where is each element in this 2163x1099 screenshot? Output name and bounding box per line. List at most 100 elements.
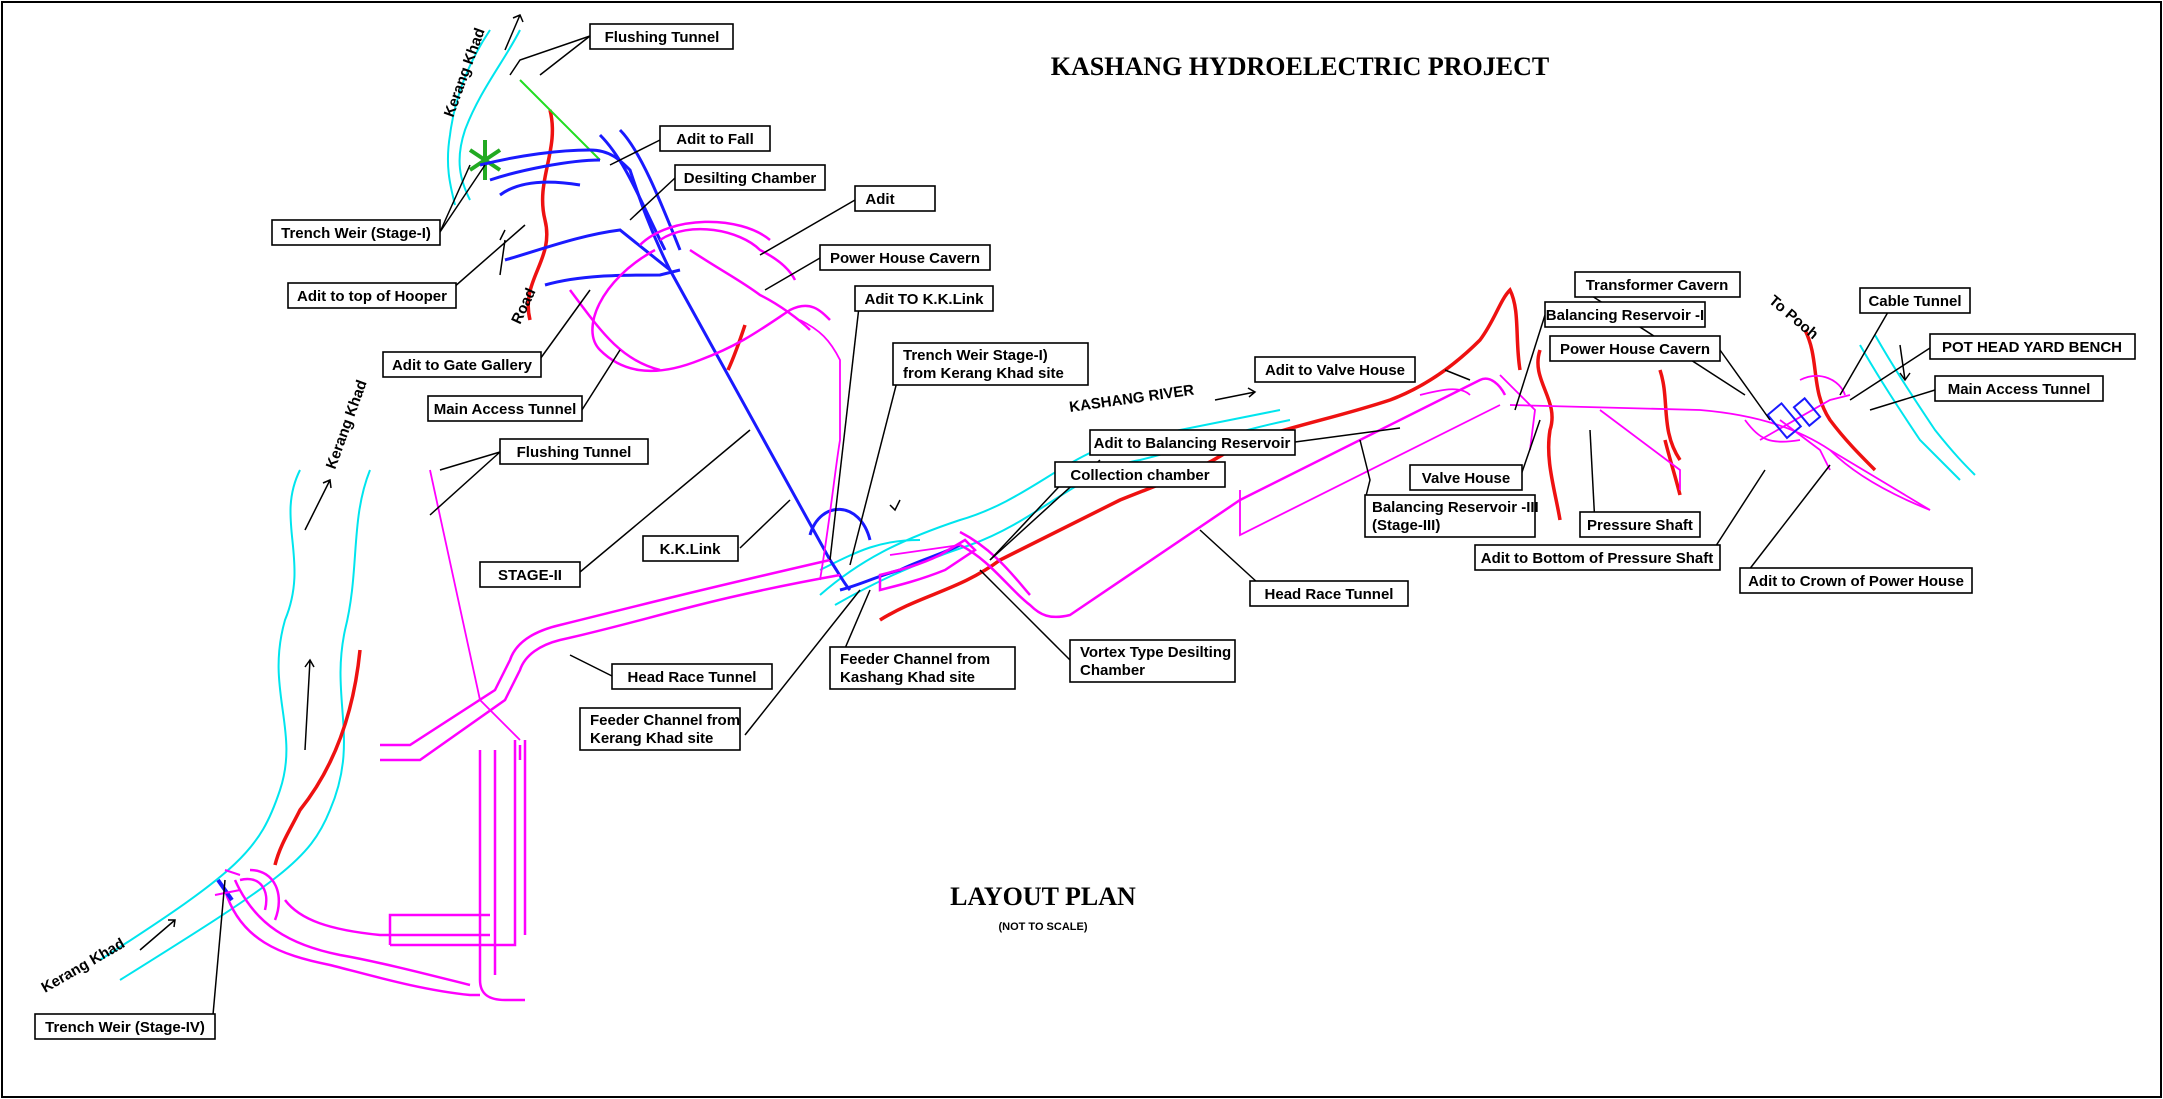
label-stage2: STAGE-II <box>479 561 581 588</box>
map-text-kashang-river: KASHANG RIVER <box>1068 382 1195 416</box>
road-lower-left <box>273 649 362 866</box>
label-valve-house: Valve House <box>1409 464 1523 491</box>
road-power-house <box>1803 329 1877 472</box>
map-text-kerang-khad-2: Kerang Khad <box>323 378 371 472</box>
label-adit-to-fall: Adit to Fall <box>659 125 771 152</box>
svg-text:Adit to Valve House: Adit to Valve House <box>1265 362 1405 379</box>
svg-text:Valve House: Valve House <box>1422 470 1510 487</box>
road-to-pooh <box>1658 369 1682 461</box>
map-text-road: Road <box>508 286 539 327</box>
label-feeder-kerang: Feeder Channel from Kerang Khad site <box>579 707 741 751</box>
label-adit-top-hooper: Adit to top of Hooper <box>287 282 457 309</box>
label-feeder-kashang: Feeder Channel from Kashang Khad site <box>829 646 1016 690</box>
svg-text:Collection chamber: Collection chamber <box>1070 467 1209 484</box>
svg-text:Main Access Tunnel: Main Access Tunnel <box>1948 381 2091 398</box>
svg-text:Flushing Tunnel: Flushing Tunnel <box>517 444 632 461</box>
svg-text:Kashang Khad site: Kashang Khad site <box>840 669 975 686</box>
svg-text:Balancing Reservoir -I: Balancing Reservoir -I <box>1546 307 1704 324</box>
svg-text:Transformer Cavern: Transformer Cavern <box>1586 277 1729 294</box>
label-vortex-desilting: Vortex Type Desilting Chamber <box>1069 639 1236 683</box>
label-cable-tunnel: Cable Tunnel <box>1859 287 1971 314</box>
label-balancing-reservoir-3: Balancing Reservoir -III (Stage-III) <box>1364 494 1539 538</box>
svg-text:Cable Tunnel: Cable Tunnel <box>1868 293 1961 310</box>
label-flushing-tunnel-2: Flushing Tunnel <box>499 438 649 465</box>
label-head-race-tunnel-1: Head Race Tunnel <box>611 663 773 690</box>
label-power-house-cavern-2: Power House Cavern <box>1549 335 1721 362</box>
map-text-kerang-khad-3: Kerang Khad <box>39 935 128 996</box>
trench-weir-stage4-symbol <box>214 869 241 902</box>
label-adit-kk-link: Adit TO K.K.Link <box>854 285 994 312</box>
svg-text:Head Race Tunnel: Head Race Tunnel <box>628 669 757 686</box>
svg-text:Power House Cavern: Power House Cavern <box>830 250 980 267</box>
road-pressure-shaft-top <box>1663 439 1682 496</box>
road-valve-house <box>1536 349 1562 521</box>
stage2-tunnels <box>568 220 841 581</box>
power-house-cavern-2-symbol <box>1766 396 1822 440</box>
svg-text:STAGE-II: STAGE-II <box>498 567 562 584</box>
svg-text:(Stage-III): (Stage-III) <box>1372 517 1440 534</box>
label-adit-bottom-pressure: Adit to Bottom of Pressure Shaft <box>1474 544 1721 571</box>
label-main-access-tunnel-1: Main Access Tunnel <box>427 395 583 422</box>
label-trench-weir-stage1: Trench Weir (Stage-I) <box>271 219 441 246</box>
svg-text:Vortex Type Desilting: Vortex Type Desilting <box>1080 644 1231 661</box>
lower-tunnel-network <box>223 740 527 1002</box>
svg-text:Trench Weir (Stage-IV): Trench Weir (Stage-IV) <box>45 1019 205 1036</box>
label-head-race-tunnel-2: Head Race Tunnel <box>1249 580 1409 607</box>
svg-text:Feeder Channel from: Feeder Channel from <box>590 712 740 729</box>
layout-plan-title: LAYOUT PLAN <box>950 882 1136 911</box>
label-pot-head-yard: POT HEAD YARD BENCH <box>1929 333 2136 360</box>
svg-text:Head Race Tunnel: Head Race Tunnel <box>1265 586 1394 603</box>
label-adit-balancing: Adit to Balancing Reservoir <box>1089 429 1296 456</box>
label-kk-link: K.K.Link <box>642 535 739 562</box>
label-adit-crown-ph: Adit to Crown of Power House <box>1739 567 1973 594</box>
leader-lines <box>211 35 1936 1027</box>
kerang-khad-river-lower <box>99 469 371 981</box>
svg-text:Adit to Crown of Power House: Adit to Crown of Power House <box>1748 573 1964 590</box>
label-adit-gate-gallery: Adit to Gate Gallery <box>382 351 542 378</box>
svg-text:Chamber: Chamber <box>1080 662 1145 679</box>
svg-text:Trench Weir Stage-I): Trench Weir Stage-I) <box>903 347 1048 364</box>
label-collection-chamber: Collection chamber <box>1054 461 1226 488</box>
flushing-tunnel-green <box>519 79 601 161</box>
svg-text:Kerang Khad site: Kerang Khad site <box>590 730 713 747</box>
label-pressure-shaft: Pressure Shaft <box>1579 511 1701 538</box>
svg-text:Adit to Balancing Reservoir: Adit to Balancing Reservoir <box>1094 435 1291 452</box>
svg-text:POT HEAD YARD BENCH: POT HEAD YARD BENCH <box>1942 339 2122 356</box>
label-balancing-reservoir-1: Balancing Reservoir -I <box>1544 301 1706 328</box>
kk-link-tunnel <box>479 128 961 592</box>
flow-arrows <box>139 14 1911 951</box>
svg-text:Flushing Tunnel: Flushing Tunnel <box>605 29 720 46</box>
map-text-kerang-khad-1: Kerang Khad <box>441 26 489 120</box>
svg-text:Balancing Reservoir -III: Balancing Reservoir -III <box>1372 499 1539 516</box>
svg-text:Feeder Channel from: Feeder Channel from <box>840 651 990 668</box>
svg-text:from Kerang Khad site: from Kerang Khad site <box>903 365 1064 382</box>
svg-text:Adit to top of Hooper: Adit to top of Hooper <box>297 288 447 305</box>
project-title: KASHANG HYDROELECTRIC PROJECT <box>1051 52 1549 81</box>
svg-text:Adit to Bottom of Pressure Sha: Adit to Bottom of Pressure Shaft <box>1481 550 1714 567</box>
label-trench-weir-stage4: Trench Weir (Stage-IV) <box>34 1013 216 1040</box>
not-to-scale-note: (NOT TO SCALE) <box>998 921 1087 933</box>
vortex-desilting-chamber-symbol <box>878 538 977 592</box>
svg-text:K.K.Link: K.K.Link <box>660 541 721 558</box>
river-near-power-house <box>1859 334 1976 481</box>
label-power-house-cavern-1: Power House Cavern <box>819 244 991 271</box>
trench-weir-stage1-symbol <box>468 140 502 180</box>
kerang-khad-river-upper <box>446 29 521 206</box>
label-adit-1: Adit <box>854 185 936 212</box>
label-flushing-tunnel-1: Flushing Tunnel <box>589 23 734 50</box>
svg-text:Adit: Adit <box>865 191 894 208</box>
label-main-access-tunnel-2: Main Access Tunnel <box>1934 375 2104 402</box>
svg-text:Trench Weir (Stage-I): Trench Weir (Stage-I) <box>281 225 431 242</box>
svg-text:Main Access Tunnel: Main Access Tunnel <box>434 401 577 418</box>
svg-text:Power House Cavern: Power House Cavern <box>1560 341 1710 358</box>
svg-text:Adit to Gate Gallery: Adit to Gate Gallery <box>392 357 533 374</box>
label-desilting-chamber: Desilting Chamber <box>674 164 826 191</box>
svg-text:Adit to Fall: Adit to Fall <box>676 131 754 148</box>
svg-text:Adit TO K.K.Link: Adit TO K.K.Link <box>865 291 985 308</box>
label-transformer-cavern: Transformer Cavern <box>1574 271 1741 298</box>
road-near-ph1 <box>726 324 747 371</box>
svg-text:Desilting Chamber: Desilting Chamber <box>684 170 817 187</box>
